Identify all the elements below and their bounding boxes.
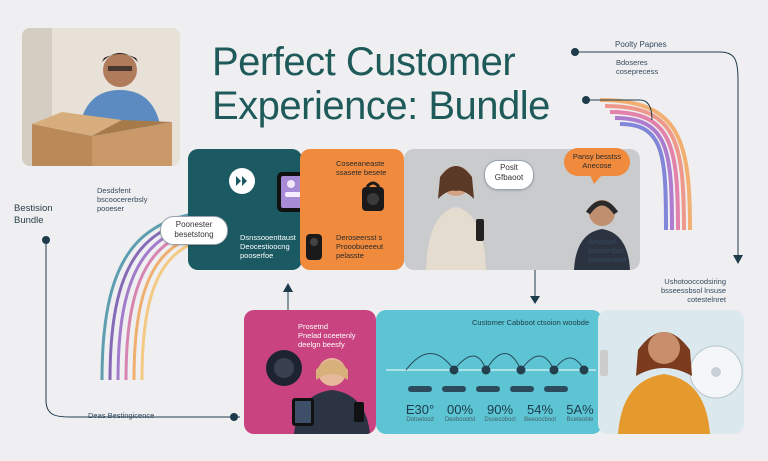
stat-item: 00%Deoboootsl — [440, 402, 480, 423]
text-line: Prosetnd — [298, 322, 329, 331]
stat-label: Dsoecobocl — [484, 417, 516, 423]
top-right-label: Poolty Papnes — [615, 40, 667, 49]
bubble-mid: Poslt Gfbaoot — [484, 160, 534, 190]
text-line: Poonester — [175, 220, 213, 229]
left-label-line-2: Bundle — [14, 215, 44, 226]
left-label: Bestision Bundle — [14, 203, 53, 227]
woman-with-disc-figure — [600, 332, 743, 434]
stat-item: 90%Dsoecobocl — [480, 402, 520, 423]
text-line: bsseessbsol lnsuse — [660, 286, 726, 295]
text-line: ssasete besete — [336, 168, 387, 177]
right-photo-card — [598, 310, 744, 434]
left-label-line-1: Bestision — [14, 203, 53, 214]
teal-card-caption: Dsnssooenttaust Deocestioocng pooserfoe — [240, 233, 296, 260]
title-line-2: Experience: Bundle — [212, 84, 550, 128]
camera-icon — [362, 181, 384, 211]
stat-item: E30°Dotoetocd — [400, 402, 440, 423]
bottom-left-label: Deas Bestingicence — [88, 411, 155, 420]
text-line: besetstong — [174, 230, 214, 239]
stat-value: 00% — [446, 402, 474, 417]
text-line: coseprecess — [616, 67, 659, 76]
stat-label: Beeoocbool — [524, 417, 556, 423]
unboxing-photo — [22, 28, 180, 166]
upper-left-text: Desdsfent bscoocererbsly pooeser — [97, 186, 147, 213]
top-right-sub: Bdoseres coseprecess — [616, 58, 658, 76]
play-icon — [229, 168, 255, 194]
stat-label: Deoboootsl — [444, 417, 476, 423]
pink-card-text: Prosetnd Pnelad oceetenly deelgn beesfy — [298, 322, 356, 349]
stat-item: 5A%Bceteoble — [560, 402, 600, 423]
bubble-left: Poonester besetstong — [160, 216, 228, 245]
text-line: Anecose — [582, 161, 612, 170]
text-line: pooeser — [97, 204, 125, 213]
text-line: pelasste — [336, 251, 364, 260]
woman-with-devices-figure — [292, 358, 370, 434]
text-line: Deroseersst s — [336, 233, 383, 242]
text-line: Gfbaoot — [494, 173, 524, 182]
text-line: bscoocererbsly — [97, 195, 148, 204]
cyan-panel: Customer Cabboot ctsoion woobde E30°Doto… — [376, 310, 602, 434]
bubble-orange: Pansy besstss Anecose — [564, 148, 630, 176]
speaker-icon — [306, 234, 322, 260]
text-line: Pnelad oceetenly — [298, 331, 356, 340]
stats-row: E30°Dotoetocd 00%Deoboootsl 90%Dsoecoboc… — [400, 402, 600, 423]
stat-value: 54% — [526, 402, 554, 417]
text-line: bwnesraate — [588, 255, 627, 264]
text-line: Pansy besstss — [572, 152, 622, 161]
text-line: Ushotooccodsiring — [664, 277, 726, 286]
text-line: Aeclcset beobortbet — [588, 237, 624, 255]
text-line: Deocestioocng — [240, 242, 290, 251]
bubble-tail-icon — [590, 175, 602, 184]
title-line-1: Perfect Customer — [212, 40, 516, 84]
text-line: Bdoseres — [616, 58, 648, 67]
text-line: Coseeaneaste — [336, 159, 385, 168]
stat-item: 54%Beeoocbool — [520, 402, 560, 423]
stat-label: Dotoetocd — [406, 417, 434, 423]
gray-card-caption: Aeclcset beobortbet bwnesraate — [588, 237, 640, 264]
text-line: Dsnssooenttaust — [240, 233, 296, 242]
text-line: cotestelnret — [687, 295, 726, 304]
text-line: Prooobueeeut — [336, 242, 384, 251]
orange-card-top: Coseeaneaste ssasete besete — [336, 159, 386, 177]
text-line: pooserfoe — [240, 251, 274, 260]
timeline-graphic — [386, 353, 596, 392]
teal-card: Dsnssooenttaust Deocestioocng pooserfoe — [188, 149, 302, 270]
right-middle-label: Ushotooccodsiring bsseessbsol lnsuse cot… — [656, 277, 726, 304]
man-figure — [574, 200, 630, 270]
woman-figure — [426, 166, 486, 270]
pink-card: Prosetnd Pnelad oceetenly deelgn beesfy — [244, 310, 376, 434]
text-line: Desdsfent — [97, 186, 131, 195]
unboxing-illustration — [22, 28, 180, 166]
stat-value: E30° — [405, 402, 435, 417]
orange-card-bottom: Deroseersst s Prooobueeeut pelasste — [336, 233, 383, 260]
stat-value: 90% — [486, 402, 514, 417]
stat-value: 5A% — [566, 402, 594, 417]
stat-label: Bceteoble — [566, 417, 594, 423]
text-line: deelgn beesfy — [298, 340, 345, 349]
text-line: Poslt — [500, 163, 518, 172]
speaker-orb-icon — [266, 350, 302, 386]
panel-title: Customer Cabboot ctsoion woobde — [472, 318, 590, 327]
page-title: Perfect Customer Experience: Bundle — [212, 40, 550, 128]
